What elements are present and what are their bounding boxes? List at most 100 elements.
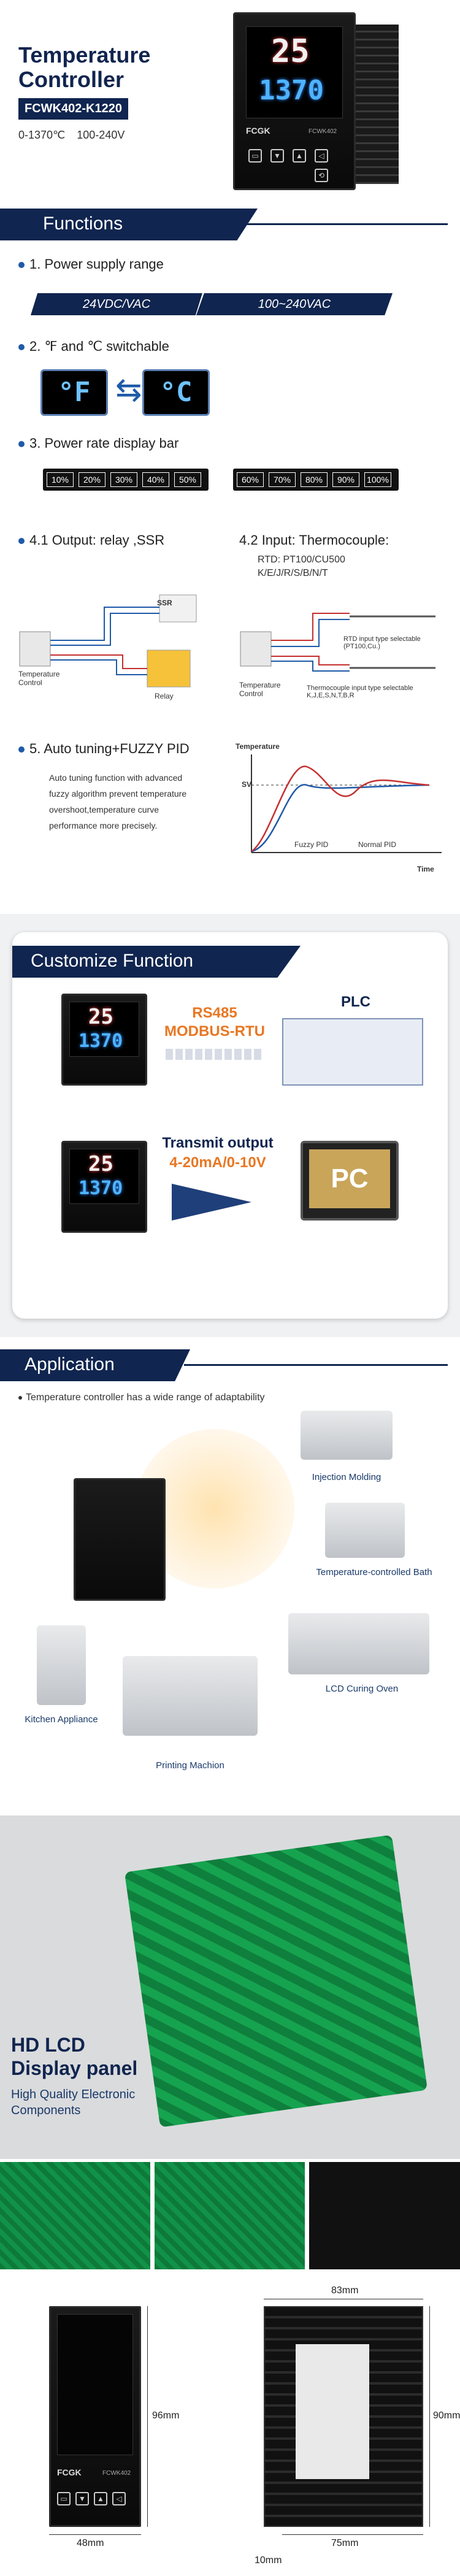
injection-label: Injection Molding xyxy=(312,1472,381,1482)
front-brand: FCGK xyxy=(57,2467,82,2477)
rate-cell: 70% xyxy=(269,472,296,487)
chart-time-label: Time xyxy=(417,865,434,873)
power-option-ac: 100~240VAC xyxy=(196,293,393,315)
signal-bar xyxy=(166,1049,264,1060)
rtd-selectable-label: RTD input type selectable (PT100,Cu.) xyxy=(343,635,421,650)
ssr-block xyxy=(159,594,197,623)
title-line-1: Temperature xyxy=(18,42,151,67)
rate-cell: 60% xyxy=(237,472,264,487)
front-shift-button[interactable]: ◁ xyxy=(112,2492,126,2505)
controller-device: 25 1370 FCGK FCWK402 ▭ ▼ ▲ ◁ ⟲ xyxy=(233,12,356,190)
voltage-range: 100-240V xyxy=(77,129,125,141)
model-badge: FCWK402-K1220 xyxy=(18,98,128,120)
pcb-section: HD LCD Display panel High Quality Electr… xyxy=(0,1815,460,2159)
pc-monitor: PC xyxy=(301,1141,399,1221)
arrow-icon xyxy=(172,1184,251,1221)
front-up-button[interactable]: ▲ xyxy=(94,2492,107,2505)
rate-cell: 30% xyxy=(110,472,137,487)
closeup-image-1 xyxy=(0,2162,150,2269)
thermocouple-types: K/E/J/R/S/B/N/T xyxy=(258,568,328,578)
chart-sv-label: SV xyxy=(242,780,252,789)
customize-title: Customize Function xyxy=(31,951,194,971)
application-banner xyxy=(0,1349,190,1381)
pv-display: 25 xyxy=(88,1005,113,1029)
shift-button[interactable]: ◁ xyxy=(315,149,328,163)
customize-device-2: 25 1370 xyxy=(61,1141,147,1233)
plc-label: PLC xyxy=(341,994,370,1010)
closeup-section xyxy=(0,2162,460,2269)
customize-card: Customize Function 25 1370 RS485 MODBUS-… xyxy=(12,932,448,1319)
rate-cell: 50% xyxy=(174,472,201,487)
customize-section: Customize Function 25 1370 RS485 MODBUS-… xyxy=(0,914,460,1337)
rate-cell: 100% xyxy=(364,472,391,487)
rate-strip-left: 10% 20% 30% 40% 50% xyxy=(43,469,209,491)
item-unit-switch: 2. ℉ and ℃ switchable xyxy=(18,339,169,355)
set-button[interactable]: ▭ xyxy=(248,149,262,163)
side-height-line xyxy=(429,2306,430,2527)
front-model: FCWK402 xyxy=(102,2470,131,2477)
transmit-label: Transmit output xyxy=(162,1135,274,1151)
side-depth-line xyxy=(282,2534,423,2535)
printing-machine xyxy=(123,1656,258,1736)
oven-machine xyxy=(288,1613,429,1674)
customize-device-1: 25 1370 xyxy=(61,994,147,1086)
transmit-range-label: 4-20mA/0-10V xyxy=(169,1154,266,1171)
rtd-types: RTD: PT100/CU500 xyxy=(258,554,345,565)
chart-temp-label: Temperature xyxy=(236,742,280,751)
front-view: FCGK FCWK402 ▭ ▼ ▲ ◁ xyxy=(49,2306,141,2527)
kitchen-appliance xyxy=(37,1625,86,1705)
modbus-label: MODBUS-RTU xyxy=(164,1023,265,1040)
plc-module xyxy=(282,1018,423,1086)
rate-cell: 80% xyxy=(301,472,328,487)
controller-block xyxy=(19,631,51,667)
device-lcd: 25 1370 xyxy=(246,26,343,118)
pc-screen: PC xyxy=(309,1149,390,1208)
front-height-label: 96mm xyxy=(152,2410,180,2421)
rate-cell: 10% xyxy=(47,472,74,487)
sv-display: 1370 xyxy=(79,1178,123,1199)
input-wiring-diagram xyxy=(240,613,435,672)
closeup-image-2 xyxy=(155,2162,305,2269)
application-section: Application Temperature controller has a… xyxy=(0,1343,460,1809)
input-types: RTD: PT100/CU500 K/E/J/R/S/B/N/T xyxy=(258,553,345,580)
at-button[interactable]: ⟲ xyxy=(315,169,328,182)
output-wiring-diagram xyxy=(19,594,197,688)
side-height-label: 90mm xyxy=(433,2410,460,2421)
side-depth-label: 75mm xyxy=(331,2538,359,2548)
front-down-button[interactable]: ▼ xyxy=(75,2492,89,2505)
down-button[interactable]: ▼ xyxy=(270,149,284,163)
functions-section: Functions 1. Power supply range 24VDC/VA… xyxy=(0,196,460,889)
chart-normal-label: Normal PID xyxy=(358,840,397,849)
ssr-label: SSR xyxy=(157,599,172,607)
front-set-button[interactable]: ▭ xyxy=(57,2492,71,2505)
rs485-label: RS485 xyxy=(192,1005,237,1021)
pid-curve-chart xyxy=(251,754,442,853)
up-button[interactable]: ▲ xyxy=(293,149,306,163)
rate-cell: 40% xyxy=(142,472,169,487)
switch-cycle-icon: ⇆ xyxy=(115,372,142,408)
thermo-selectable-label: Thermocouple input type selectable K,J,E… xyxy=(307,684,413,699)
item-power-rate: 3. Power rate display bar xyxy=(18,435,178,451)
title-line-2: Controller xyxy=(18,67,125,92)
chart-fuzzy-label: Fuzzy PID xyxy=(294,840,329,849)
celsius-display: °C xyxy=(142,369,210,416)
sv-display: 1370 xyxy=(259,75,324,106)
power-option-dc: 24VDC/VAC xyxy=(31,293,202,315)
item-input: 4.2 Input: Thermocouple: xyxy=(239,532,389,548)
front-height-line xyxy=(147,2306,148,2527)
front-width-line xyxy=(49,2534,141,2535)
bath-label: Temperature-controlled Bath xyxy=(316,1567,432,1577)
oven-label: LCD Curing Oven xyxy=(325,1684,399,1694)
printing-label: Printing Machion xyxy=(156,1760,224,1771)
bath-machine xyxy=(325,1503,405,1558)
relay-label: Relay xyxy=(155,692,174,700)
injection-machine xyxy=(301,1411,393,1460)
rate-cell: 20% xyxy=(79,472,105,487)
application-title: Application xyxy=(25,1354,115,1374)
functions-title: Functions xyxy=(43,213,123,234)
item-auto-tuning: 5. Auto tuning+FUZZY PID xyxy=(18,741,190,757)
spec-range: 0-1370℃ 100-240V xyxy=(18,129,125,142)
sv-display: 1370 xyxy=(79,1030,123,1052)
fahrenheit-display: °F xyxy=(40,369,108,416)
item-power-supply: 1. Power supply range xyxy=(18,256,164,272)
